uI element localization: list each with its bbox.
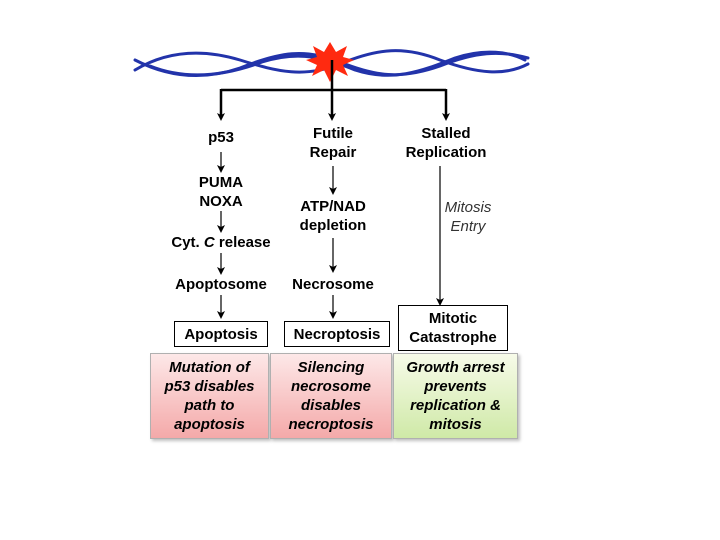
dna-damage-burst-icon [306,42,354,82]
dna-strand-3 [148,50,527,77]
label-necrosome: Necrosome [292,276,374,293]
outcome-mitotic-catastrophe: Mitotic Catastrophe [398,305,508,351]
label-mitosis-entry: Mitosis Entry [444,199,492,235]
label-cyt-c-release: Cyt. C release [171,234,271,251]
label-atp-nad-depletion: ATP/NAD depletion [299,198,367,234]
label-apoptosome: Apoptosome [175,276,267,293]
label-p53: p53 [208,129,234,146]
label-futile-repair: Futile Repair [309,125,357,161]
label-stalled-replication: Stalled Replication [405,125,487,161]
note-necroptosis: Silencing necrosome disables necroptosis [270,353,392,439]
branch-connector [217,60,450,121]
note-catastrophe: Growth arrest prevents replication & mit… [393,353,518,439]
pathway-arrows [217,152,444,319]
label-puma-noxa: PUMA NOXA [198,174,244,210]
outcome-necroptosis: Necroptosis [284,321,390,347]
note-apoptosis: Mutation of p53 disables path to apoptos… [150,353,269,439]
outcome-apoptosis: Apoptosis [174,321,268,347]
